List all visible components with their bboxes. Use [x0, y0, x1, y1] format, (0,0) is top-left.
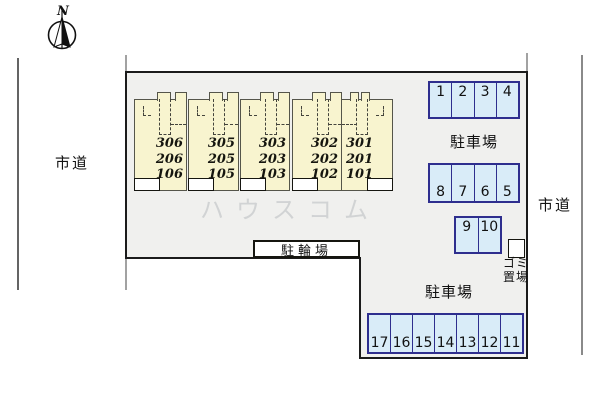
room-number: 106: [155, 167, 183, 182]
room-number-stack: 306 206 106: [156, 136, 183, 183]
garbage-label: ゴミ 置場: [498, 256, 534, 284]
parking-stall: 11: [502, 335, 521, 351]
garbage-label-line2: 置場: [502, 269, 529, 284]
road-label-left: 市道: [55, 154, 90, 172]
room-number: 206: [155, 151, 183, 167]
entrance-porch: [134, 178, 160, 191]
room-number: 305: [207, 136, 235, 151]
stair-dashed-outline: [317, 99, 329, 135]
roof-tab: [175, 92, 187, 101]
roof-tab: [330, 92, 342, 101]
entrance-porch: [292, 178, 318, 191]
bicycle-parking-label: 駐輪場: [280, 243, 332, 259]
parking-stall: 13: [457, 315, 479, 352]
watermark: ハウスコム: [200, 196, 380, 224]
parking-stall: 7: [452, 165, 475, 201]
room-number-stack: 303 203 103: [259, 136, 286, 183]
building-unit-302: 302 202 102: [292, 92, 342, 191]
roof-tab: [157, 92, 171, 101]
stair-dashed-outline: [159, 99, 171, 135]
building-unit-303: 303 203 103: [240, 92, 290, 191]
stair-dashed-hook: [197, 106, 205, 116]
parking-stall: 6: [475, 165, 497, 201]
road-label-right: 市道: [538, 196, 573, 214]
building-unit-301: 301 201 101: [341, 92, 393, 191]
parking-stall: 16: [391, 315, 413, 352]
compass-icon: [47, 10, 77, 50]
parking-row-17-11: 17 16 15 14 13 12 11: [367, 313, 524, 354]
parking-stall: 15: [413, 315, 435, 352]
roof-tab: [350, 92, 359, 101]
parking-stall: 10: [480, 219, 499, 235]
roof-tab: [278, 92, 290, 101]
stair-dashed-outline: [356, 99, 368, 135]
parking-stall: 1: [430, 83, 453, 117]
parking-stall: 4: [502, 84, 512, 100]
stair-dashed-line: [277, 124, 289, 125]
parking-stall: 5: [502, 184, 512, 200]
roof-tab: [209, 92, 223, 101]
room-number: 303: [258, 136, 286, 151]
parking-row-1-4: 1 2 3 4: [428, 81, 520, 119]
room-number: 203: [258, 151, 286, 167]
parking-area-label-bottom: 駐車場: [424, 283, 473, 301]
roof-tab: [312, 92, 326, 101]
room-number-stack: 305 205 105: [208, 136, 235, 183]
garbage-box: [508, 239, 525, 258]
parking-row-8-5: 8 7 6 5: [428, 163, 520, 203]
parking-stall: 3: [475, 83, 497, 117]
room-number: 105: [207, 167, 235, 182]
roof-tab: [260, 92, 274, 101]
stair-dashed-line: [329, 124, 341, 125]
building-unit-305: 305 205 105: [188, 92, 239, 191]
room-number: 301: [346, 136, 374, 151]
stair-dashed-line: [225, 124, 238, 125]
stair-dashed-hook: [301, 106, 309, 116]
bicycle-parking-box: 駐輪場: [253, 240, 360, 259]
parking-stall: 8: [430, 165, 453, 201]
parking-area-label-top: 駐車場: [449, 133, 498, 151]
stair-dashed-line: [171, 124, 186, 125]
stair-dashed-outline: [265, 99, 277, 135]
room-number: 101: [346, 167, 374, 182]
parking-stall: 14: [435, 315, 457, 352]
stair-dashed-outline: [213, 99, 225, 135]
parking-row-9-10: 9 10: [454, 216, 502, 254]
room-number: 205: [207, 151, 235, 167]
roof-tab: [361, 92, 370, 101]
room-number: 302: [310, 136, 338, 151]
parking-stall: 12: [479, 315, 501, 352]
parking-stall: 17: [369, 315, 391, 352]
room-number: 306: [155, 136, 183, 151]
room-number: 201: [346, 151, 374, 167]
room-number-stack: 302 202 102: [311, 136, 338, 183]
parking-stall: 9: [456, 218, 479, 252]
stair-dashed-hook: [249, 106, 257, 116]
parking-stall: 2: [452, 83, 475, 117]
stair-dashed-hook: [143, 106, 151, 116]
entrance-porch: [240, 178, 266, 191]
stair-dashed-hook: [376, 106, 384, 116]
roof-tab: [227, 92, 239, 101]
building-unit-306: 306 206 106: [134, 92, 187, 191]
stair-dashed-line: [342, 124, 357, 125]
room-number-stack: 301 201 101: [346, 136, 373, 183]
garbage-label-line1: ゴミ: [502, 256, 529, 270]
compass-north-label: N: [57, 4, 69, 19]
entrance-porch: [367, 178, 393, 191]
entrance-porch: [188, 178, 214, 191]
room-number: 202: [310, 151, 338, 167]
